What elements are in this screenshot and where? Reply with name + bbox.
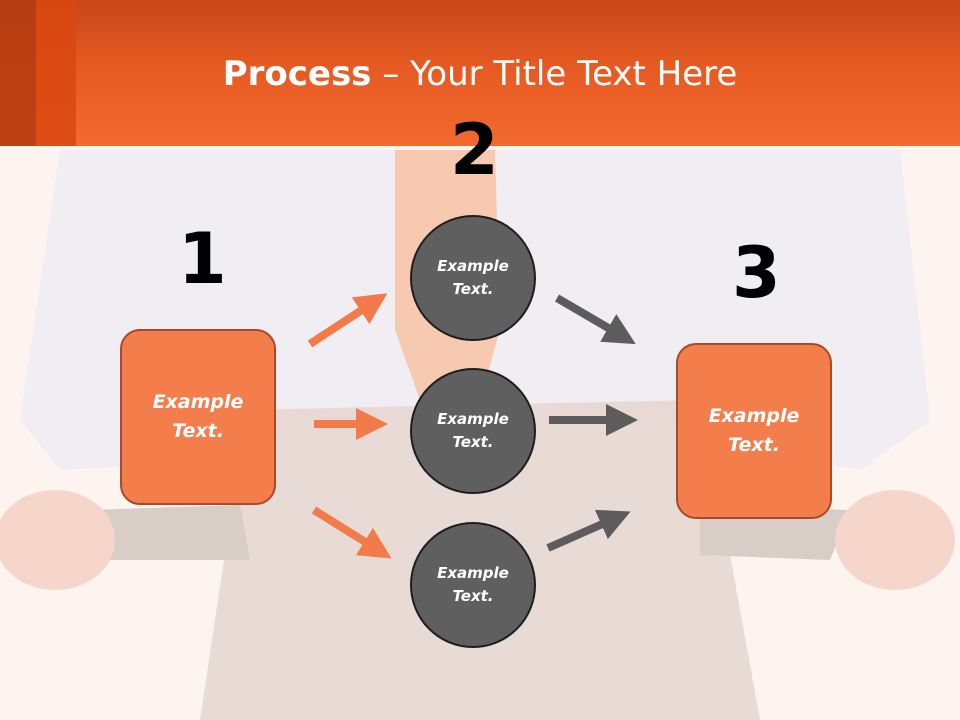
title-bold: Process [222, 54, 372, 94]
step-number-3: 3 [732, 232, 781, 314]
step-number-1: 1 [178, 218, 227, 300]
arrow-left-to-top [307, 293, 388, 348]
arrow-left-to-bottom [311, 506, 392, 559]
left-step-box[interactable]: Example Text. [120, 329, 276, 505]
title-bar: Process – Your Title Text Here [0, 0, 960, 146]
left-step-text: Example Text. [152, 391, 244, 442]
arrow-bottom-to-right [546, 509, 631, 552]
circle-bottom-text: Example Text. [437, 564, 509, 605]
title-bar-accent [36, 0, 76, 146]
circle-middle-text: Example Text. [437, 410, 509, 451]
circle-bottom[interactable]: Example Text. [410, 522, 536, 648]
right-step-box[interactable]: Example Text. [676, 343, 832, 519]
circle-top[interactable]: Example Text. [410, 215, 536, 341]
right-step-text: Example Text. [708, 405, 800, 456]
title-rest: – Your Title Text Here [371, 54, 738, 94]
circle-middle[interactable]: Example Text. [410, 368, 536, 494]
arrow-top-to-right [554, 294, 636, 345]
circle-top-text: Example Text. [437, 257, 509, 298]
slide-title[interactable]: Process – Your Title Text Here [0, 52, 960, 96]
step-number-2: 2 [450, 109, 499, 191]
title-bar-accent [0, 0, 36, 146]
